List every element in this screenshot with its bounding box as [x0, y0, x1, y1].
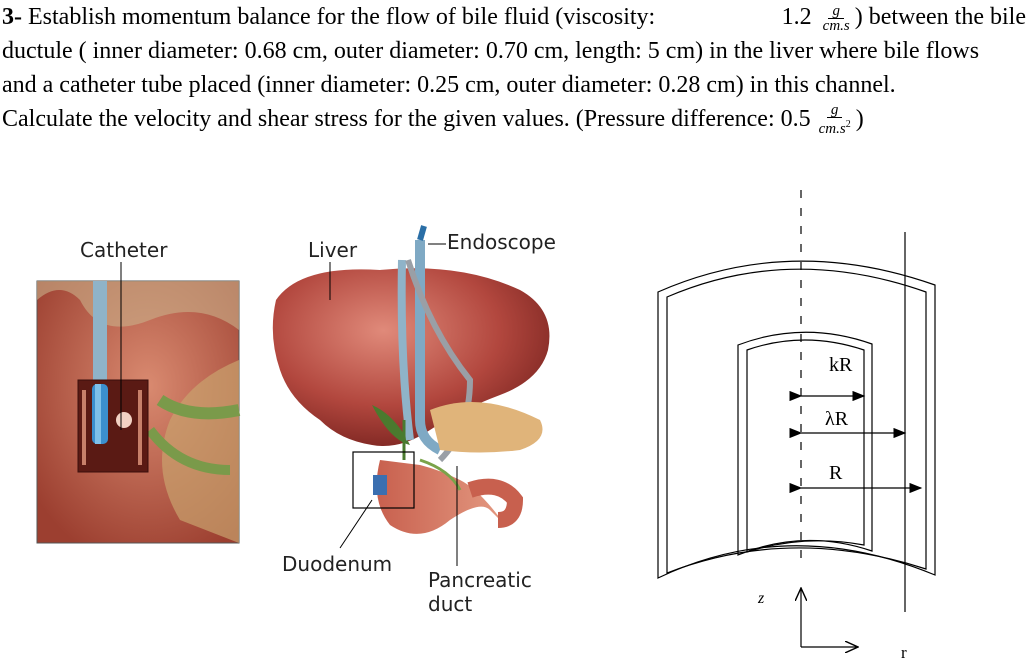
zoom-box: [352, 451, 415, 509]
catheter-label: Catheter: [80, 238, 168, 262]
problem-number: 3-: [2, 4, 22, 30]
problem-text-4a: Calculate the velocity and shear stress …: [2, 106, 811, 132]
problem-text-2: ductule ( inner diameter: 0.68 cm, outer…: [2, 38, 980, 64]
problem-text-1a: Establish momentum balance for the flow …: [28, 4, 656, 30]
liver-illustration: [272, 225, 550, 534]
lambdaR-label: λR: [825, 408, 849, 430]
viscosity-value: 1.2: [781, 4, 812, 30]
endoscope-label: Endoscope: [447, 230, 556, 254]
pressure-unit-num: g: [826, 102, 843, 118]
zoom-box-catheter: [373, 475, 387, 495]
problem-line-3: and a catheter tube placed (inner diamet…: [2, 68, 1026, 102]
inset-anatomy-panel: [36, 280, 241, 544]
problem-line-2: ductule ( inner diameter: 0.68 cm, outer…: [2, 34, 1026, 68]
duodenum-label: Duodenum: [282, 552, 393, 576]
annulus-diagram: [657, 190, 936, 612]
viscosity-unit-den: cm.s: [822, 17, 850, 34]
problem-text-1b: ) between the bile: [854, 4, 1026, 30]
viscosity-unit-num: g: [828, 3, 844, 19]
pressure-unit-den: cm.s2: [818, 118, 851, 137]
problem-text-3: and a catheter tube placed (inner diamet…: [2, 72, 896, 98]
pancreatic-label-1: Pancreatic: [428, 568, 532, 592]
pancreatic-label-2: duct: [428, 592, 473, 616]
r-axis-label: r: [901, 643, 907, 662]
duodenum-leader-line: [339, 499, 373, 549]
R-label: R: [829, 462, 843, 484]
kR-label: kR: [829, 354, 853, 376]
problem-line-4: Calculate the velocity and shear stress …: [2, 102, 1026, 136]
z-axis-label: z: [758, 590, 765, 607]
problem-statement: 3- Establish momentum balance for the fl…: [2, 0, 1026, 136]
problem-line-1: 3- Establish momentum balance for the fl…: [2, 0, 1026, 34]
liver-label: Liver: [308, 238, 358, 262]
problem-text-4b: ): [855, 106, 864, 132]
